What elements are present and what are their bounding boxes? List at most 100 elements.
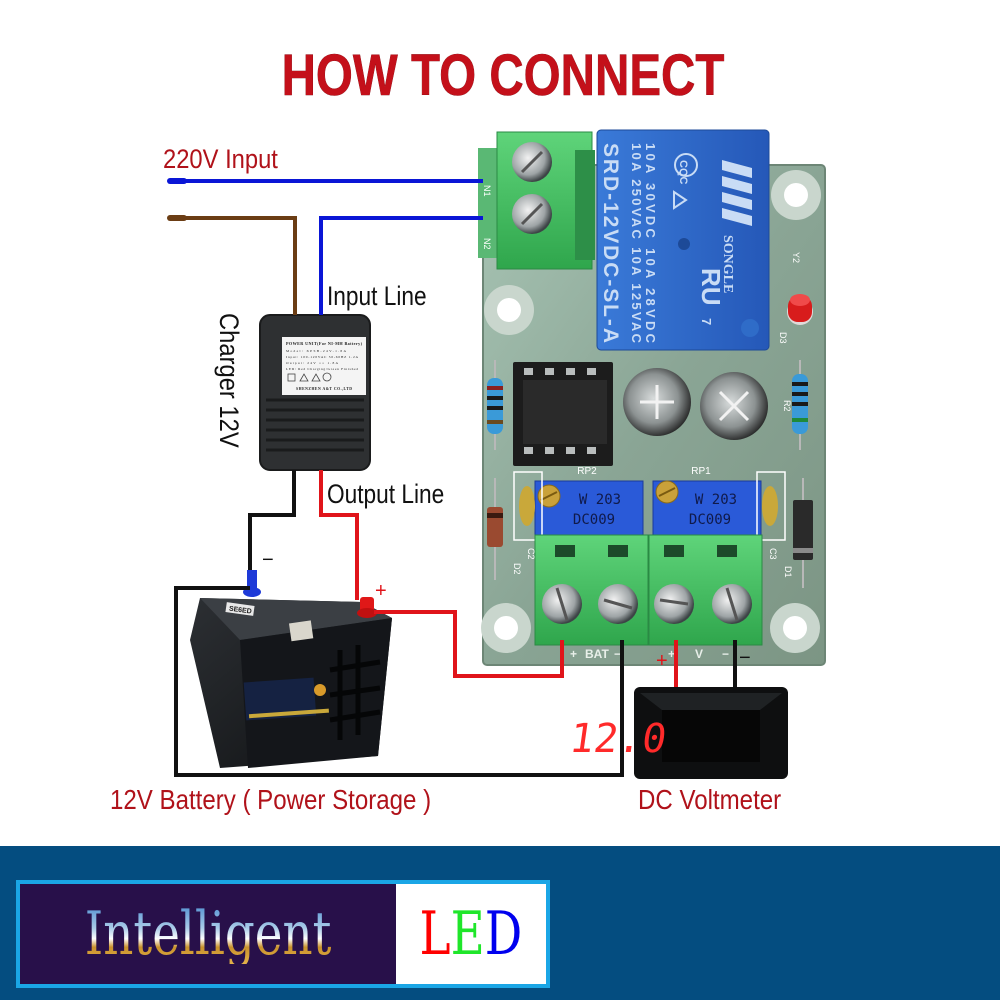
ref-rp1: RP1 [691, 466, 711, 477]
potentiometer-rp1[interactable]: RP1 W 203 DC009 [652, 466, 762, 537]
voltmeter-reading: 12.0 [567, 716, 670, 762]
label-input-line: Input Line [327, 281, 427, 311]
battery-vent-grille [329, 645, 381, 740]
relay-brand: SONGLE [720, 235, 735, 293]
cqc-mark-icon [674, 153, 698, 177]
brand-word-intelligent: Intelligent [84, 899, 332, 969]
mark-bat-plus: + [570, 647, 577, 661]
wire-charger-positive [319, 470, 359, 600]
label-output-line: Output Line [327, 479, 444, 509]
ref-rp2: RP2 [577, 466, 597, 477]
charger-12v: POWER UNIT(For NI-MH Battery) Model: XPS… [259, 314, 371, 471]
wire-battery-positive [374, 610, 564, 678]
charger-label-heading: POWER UNIT(For NI-MH Battery) [286, 341, 363, 346]
pot-code-rp1: W 203 [695, 492, 737, 508]
footer-banner: Intelligent LED [0, 846, 1000, 1000]
ref-c3: C3 [768, 548, 778, 560]
diode-d2: D2 [487, 478, 522, 580]
label-220v-input: 220V Input [163, 145, 278, 175]
certification-icons [287, 372, 332, 382]
wire-charger-negative [248, 470, 296, 570]
mounting-hole-bottom-right [770, 603, 820, 653]
charger-label-row: LED: Red Charging/Green Finished [286, 367, 358, 371]
pot-batch-rp2: DC009 [573, 512, 615, 528]
mark-bat-minus: − [614, 647, 621, 661]
ic-chip [513, 362, 613, 466]
minus-mark-battery: − [262, 549, 274, 571]
minus-mark-voltmeter: − [739, 647, 751, 669]
relay-dimple [678, 238, 690, 250]
charger-spec-label [282, 337, 366, 395]
songle-logo-icon [722, 160, 752, 226]
mounting-hole-left [484, 285, 534, 335]
brand-letter-d: D [484, 899, 523, 969]
logo-dark-panel: Intelligent [20, 884, 396, 984]
plus-mark-voltmeter: + [656, 650, 668, 672]
ref-r2: R2 [782, 400, 792, 412]
resistor-r2: R2 [782, 360, 808, 450]
mark-v: V [695, 647, 703, 661]
label-charger-12v: Charger 12V [214, 313, 244, 448]
resistor-left [487, 360, 503, 450]
relay-pin-mark: 7 [699, 318, 714, 325]
relay-cert: CQC [677, 160, 689, 185]
wire-charger-input [319, 216, 483, 315]
diode-d1: D1 [783, 478, 813, 588]
battery-warning-label [288, 620, 314, 642]
logo-light-panel: LED [396, 884, 546, 984]
brand-logo: Intelligent LED [16, 880, 550, 988]
potentiometer-rp2[interactable]: RP2 W 203 DC009 [534, 466, 644, 537]
ref-d3: D3 [778, 332, 788, 344]
label-dc-voltmeter: DC Voltmeter [638, 783, 781, 815]
ac-input-terminal[interactable]: N1 N2 [478, 131, 595, 270]
capacitor-c3: C3 [756, 471, 786, 560]
label-battery: 12V Battery ( Power Storage ) [110, 783, 431, 815]
battery-positive-terminal-icon[interactable] [357, 597, 377, 618]
ref-c2: C2 [526, 548, 536, 560]
relay-dimple [741, 319, 759, 337]
wiring-diagram: HOW TO CONNECT N1 N2 [110, 43, 826, 815]
relay-rating-2: 10A 30VDC 10A 28VDC [643, 143, 658, 344]
mounting-hole-bottom-left [481, 603, 531, 653]
battery-sticker-text: SE6ED [228, 605, 252, 615]
battery-sticker [225, 602, 255, 616]
ul-mark-icon: RU [696, 268, 726, 306]
battery-negative-terminal-icon[interactable] [243, 570, 261, 597]
mark-v-minus: − [722, 647, 729, 661]
charger-label-row: Output: 24V == 1.8A [286, 361, 338, 365]
led-d3: Y2 D3 [778, 252, 813, 344]
cert-triangle-icon [673, 190, 688, 210]
relay-rating-1: 10A 250VAC 10A 125VAC [629, 143, 644, 344]
wire-battery-negative [174, 586, 624, 777]
battery-12v: SE6ED [190, 570, 392, 768]
pot-batch-rp1: DC009 [689, 512, 731, 528]
mounting-hole-top-right [771, 170, 821, 220]
capacitor-c2: C2 [513, 471, 543, 560]
ref-d2: D2 [512, 563, 522, 575]
output-terminal-block[interactable]: + BAT − + V − [534, 534, 763, 661]
wire-ac-neutral [175, 216, 297, 315]
charger-label-row: Input: 100-120VAC 50-60HZ 1.2A [286, 355, 358, 359]
capacitor-left [623, 368, 691, 436]
relay: SRD-12VDC-SL-A 10A 250VAC 10A 125VAC 10A… [596, 129, 770, 351]
relay-model: SRD-12VDC-SL-A [599, 143, 622, 343]
page-title: HOW TO CONNECT [282, 44, 725, 109]
dc-voltmeter: 12.0 [567, 687, 788, 779]
ref-d1: D1 [783, 566, 793, 578]
plus-mark-battery: + [375, 580, 387, 602]
charger-control-board: N1 N2 SRD-12VDC-SL-A 10A 250VAC 10A 125V… [478, 129, 826, 666]
brand-letter-e: E [450, 899, 485, 969]
brand-letter-l: L [419, 899, 451, 969]
battery-brand-panel [243, 677, 329, 721]
mark-v-plus: + [668, 647, 675, 661]
terminal-mark-n1: N1 [482, 185, 492, 197]
pot-code-rp2: W 203 [579, 492, 621, 508]
capacitor-right [700, 372, 768, 440]
wires [167, 178, 737, 777]
charger-label-row: Model: XPSB-24V-1.8A [286, 349, 346, 353]
mark-bat: BAT [585, 647, 609, 661]
ref-y2: Y2 [791, 252, 801, 263]
terminal-mark-n2: N2 [482, 238, 492, 250]
charger-label-maker: SHENZHEN A&T CO.,LTD [296, 387, 352, 391]
terminal-screw-v-plus[interactable] [654, 584, 694, 624]
